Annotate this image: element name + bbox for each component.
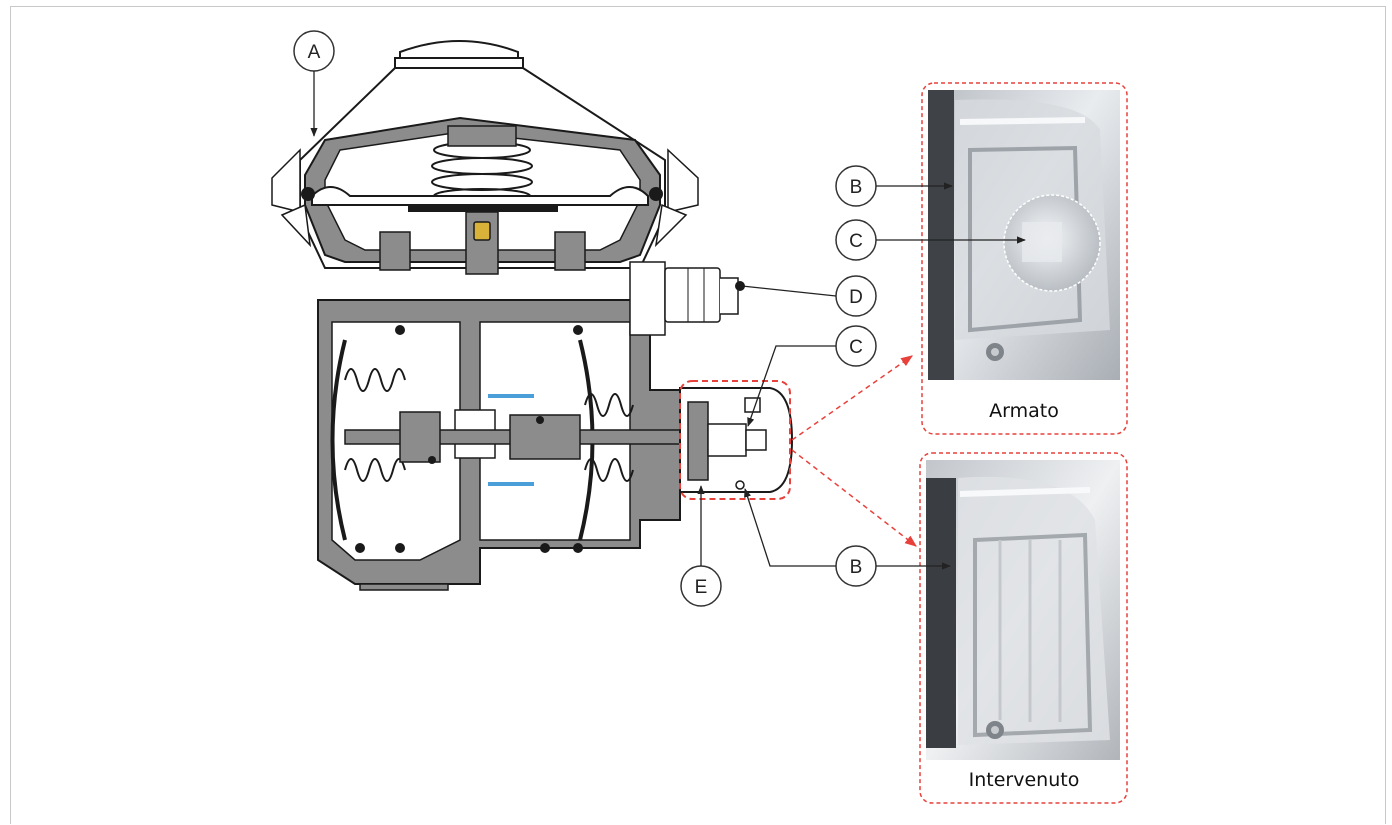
- callout-d-label: D: [849, 287, 863, 308]
- callout-c-mid-label: C: [849, 337, 863, 358]
- tripped-panel: Intervenuto: [919, 452, 1128, 804]
- valve-highlight: [679, 380, 791, 500]
- callout-e: E: [680, 485, 722, 607]
- callout-a: A: [293, 30, 335, 137]
- callout-b-bottom-label: B: [850, 557, 863, 578]
- armed-panel: Armato: [921, 82, 1128, 435]
- tripped-photo: [926, 460, 1120, 760]
- callout-b-bottom: B: [744, 488, 951, 587]
- callout-b-top: B: [835, 165, 953, 207]
- arrow-to-armed: [791, 355, 913, 441]
- armed-caption: Armato: [989, 400, 1059, 422]
- callout-c-mid: C: [747, 325, 877, 427]
- callout-b-top-label: B: [850, 177, 863, 198]
- armed-photo: [928, 90, 1120, 380]
- callout-d: D: [735, 275, 877, 317]
- callout-c-top: C: [835, 219, 1026, 261]
- arrow-to-tripped: [791, 449, 917, 547]
- callout-e-label: E: [695, 577, 708, 598]
- tripped-caption: Intervenuto: [969, 769, 1080, 791]
- callout-a-label: A: [308, 42, 321, 63]
- callout-c-top-label: C: [849, 231, 863, 252]
- regulator-cross-section: [271, 40, 794, 591]
- page-frame: [10, 6, 1386, 824]
